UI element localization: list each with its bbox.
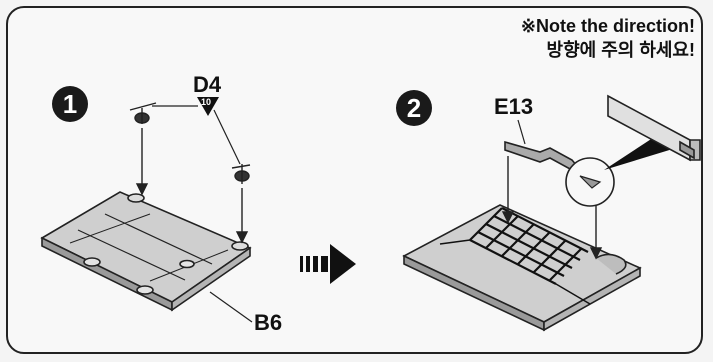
part-label-d4: D4 xyxy=(193,72,221,98)
d4-leader-lines xyxy=(152,106,240,164)
e13-leader xyxy=(518,120,525,144)
part-label-e13: E13 xyxy=(494,94,533,120)
direction-note-ko: 방향에 주의 하세요! xyxy=(521,38,695,62)
step-1-badge: 1 xyxy=(52,86,88,122)
direction-note-en: ※Note the direction! xyxy=(521,14,695,38)
next-step-arrow-icon xyxy=(300,244,356,284)
part-label-b6: B6 xyxy=(254,310,282,336)
base-plate-b6 xyxy=(42,192,250,310)
part-count-d4: 10 xyxy=(201,97,211,107)
b6-leader xyxy=(210,292,252,322)
step-2-badge: 2 xyxy=(396,90,432,126)
direction-note: ※Note the direction! 방향에 주의 하세요! xyxy=(521,14,695,62)
pin-d4-right xyxy=(232,164,250,184)
